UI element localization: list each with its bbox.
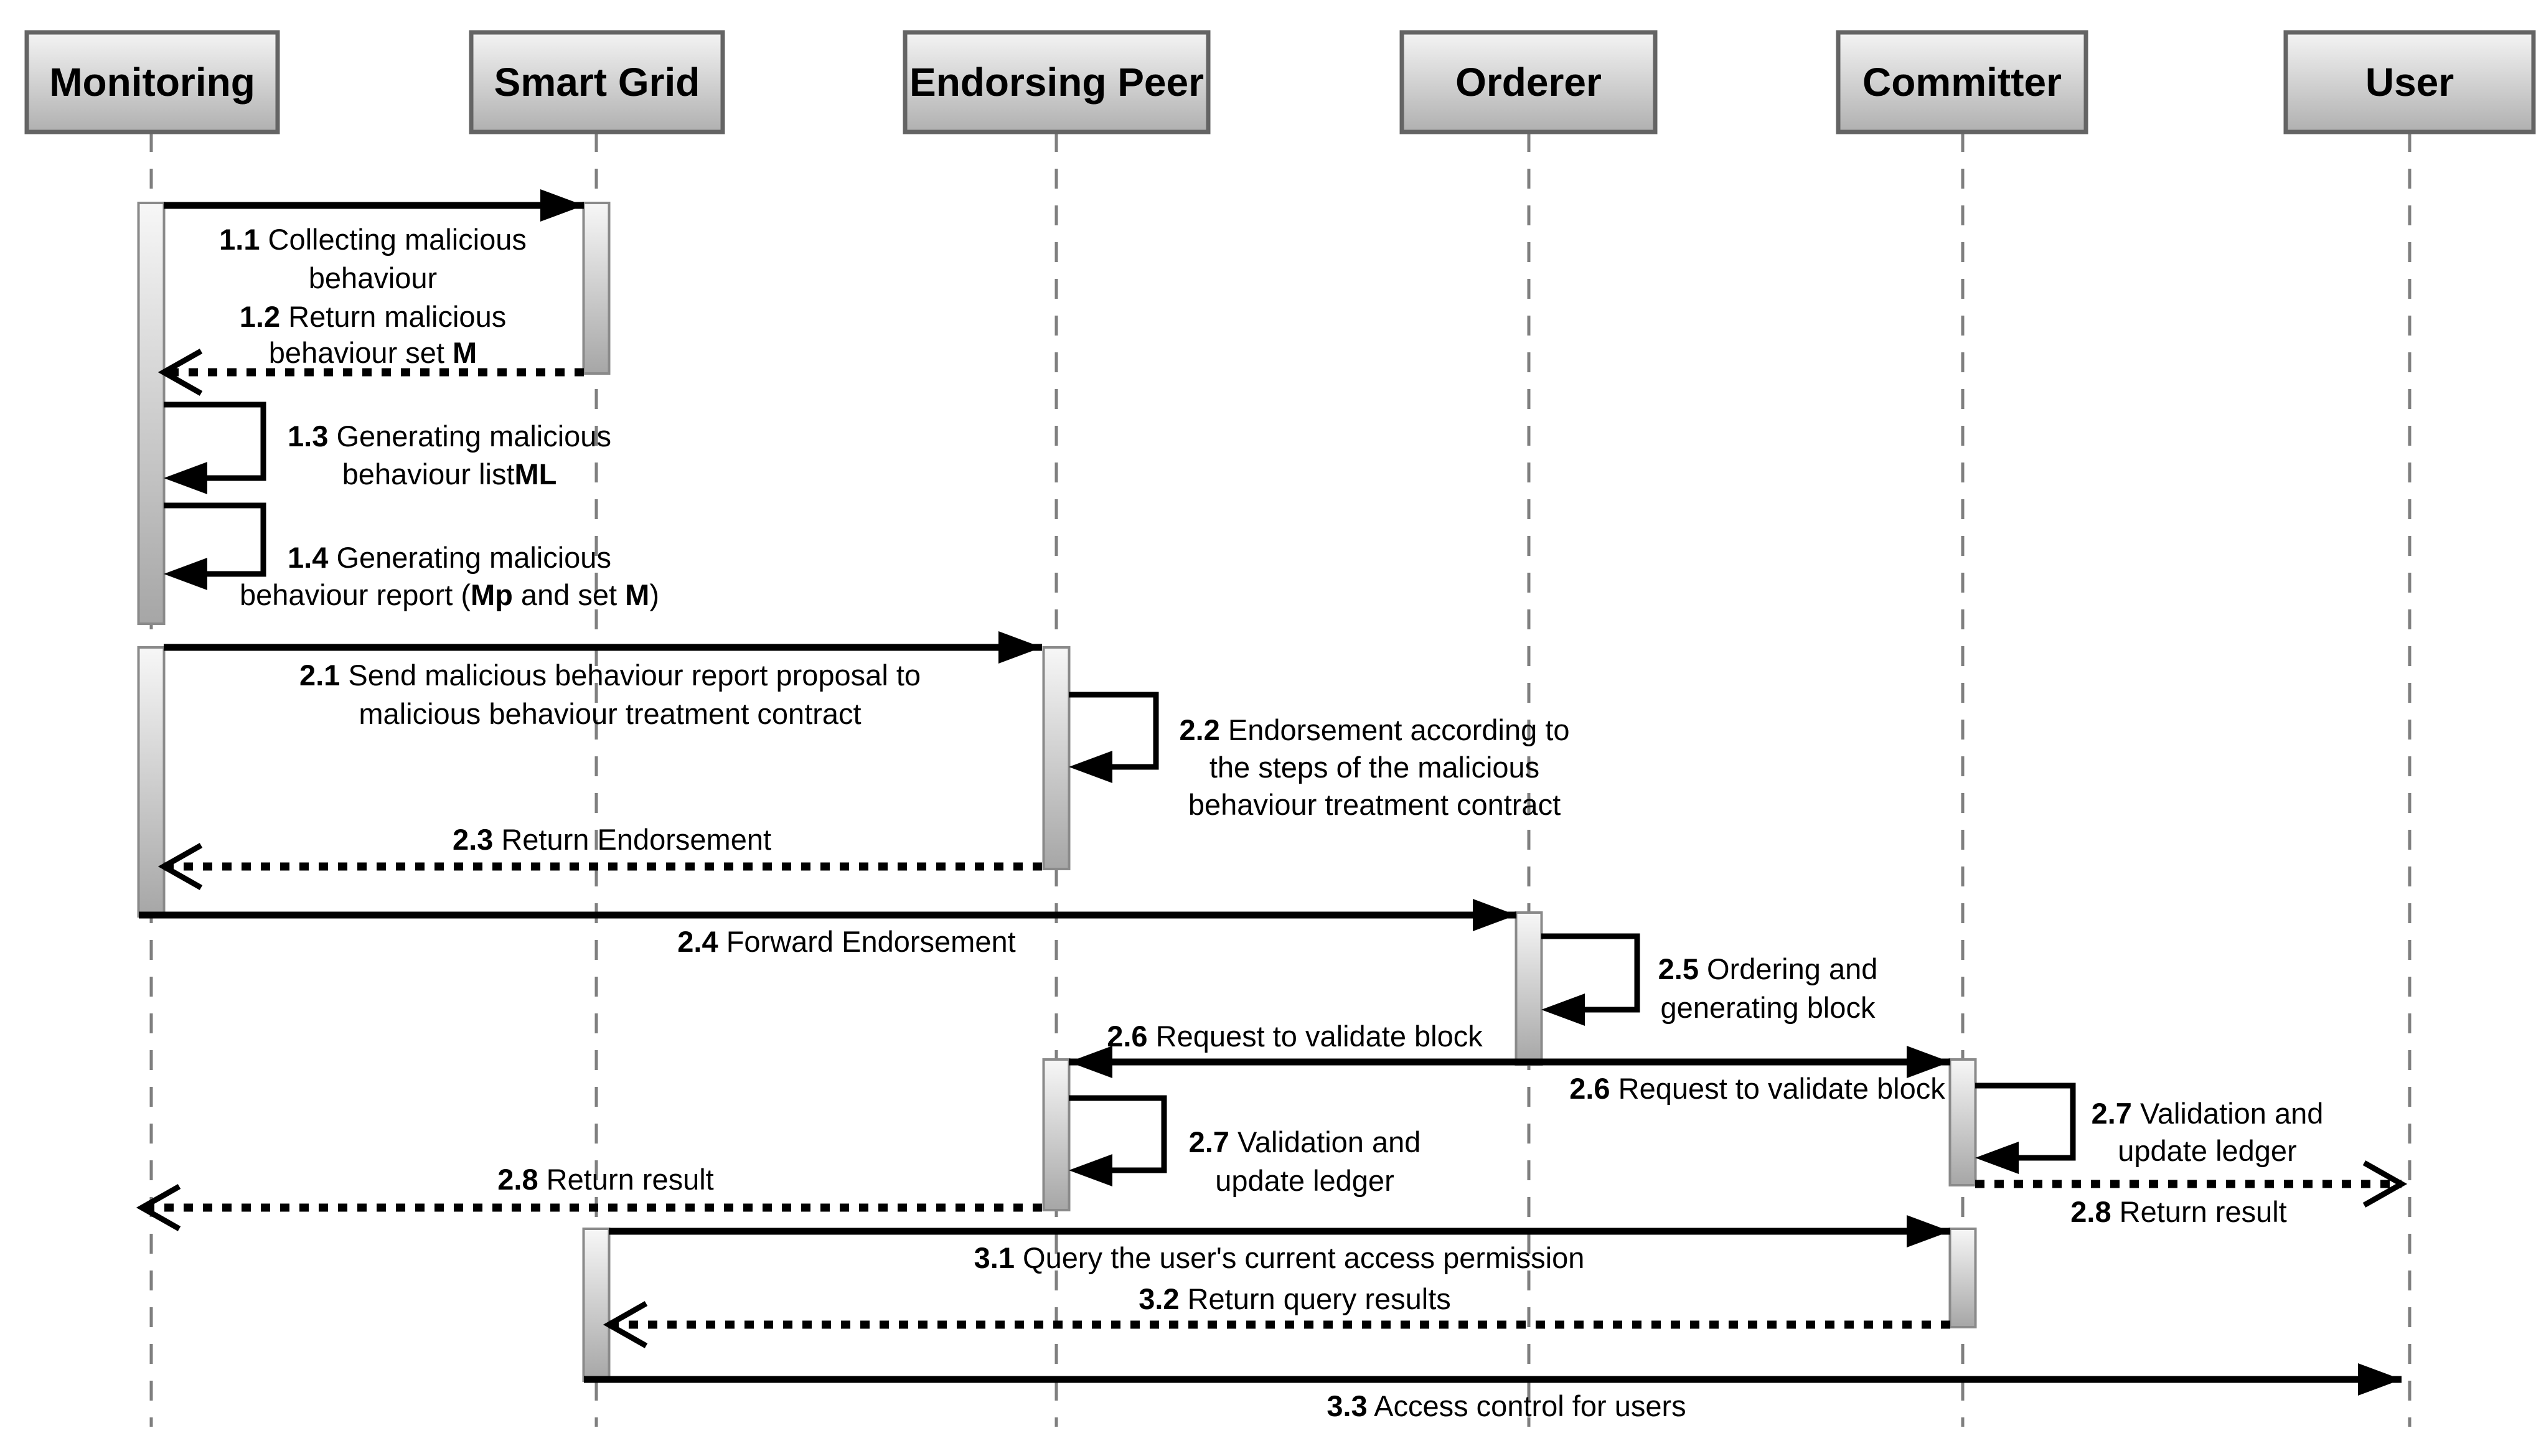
message-2-2-endorsement-arrowhead-icon — [1069, 751, 1112, 783]
participant-user: User — [2283, 30, 2536, 134]
participant-box-committer — [1836, 30, 2088, 134]
message-2-1-send-proposal-label-line-0-1: malicious behaviour treatment contract — [359, 697, 861, 730]
message-2-8-return-result-monitoring-label-line-0-0: 2.8 Return result — [497, 1163, 713, 1196]
participant-label-orderer: Orderer — [1455, 60, 1602, 105]
message-1-4-generate-report-loop-line — [164, 502, 266, 577]
message-1-2-return-set-label-line-0-0: 1.2 Return malicious — [240, 300, 506, 333]
message-2-1-send-proposal: 2.1 Send malicious behaviour report prop… — [164, 631, 1042, 730]
message-3-1-query-permission: 3.1 Query the user's current access perm… — [609, 1215, 1950, 1274]
activation-committer-8 — [1948, 1228, 1977, 1328]
message-1-3-generate-list: 1.3 Generating malicious behaviour listML — [164, 402, 611, 494]
message-2-3-return-endorsement-arrowhead-icon — [157, 843, 203, 890]
message-2-1-send-proposal-arrowhead-icon — [998, 631, 1042, 664]
message-3-3-access-control-label-line-0-0: 3.3 Access control for users — [1327, 1389, 1686, 1422]
message-1-2-return-set-arrowhead-icon — [157, 349, 203, 396]
message-1-4-generate-report-arrowhead-icon — [164, 558, 207, 590]
participant-endorsing-peer: Endorsing Peer — [903, 30, 1211, 134]
activation-smart-grid-1 — [582, 202, 611, 375]
message-2-5-ordering-label-line-0-1: generating block — [1661, 991, 1876, 1024]
message-2-4-forward-endorsement-arrowhead-icon — [1473, 899, 1516, 931]
participant-smart-grid: Smart Grid — [469, 30, 725, 134]
message-1-3-generate-list-label-line-0-1: behaviour listML — [342, 458, 557, 491]
message-2-8-return-result-user-label-line-0-0: 2.8 Return result — [2070, 1195, 2286, 1228]
message-1-3-generate-list-loop-line — [164, 402, 266, 481]
message-3-1-query-permission-label-line-0-0: 3.1 Query the user's current access perm… — [974, 1241, 1585, 1274]
message-2-8-return-result-user-arrowhead-icon — [2362, 1160, 2408, 1208]
message-1-2-return-set-label-line-0-1: behaviour set M — [269, 336, 477, 369]
participant-box-smart-grid — [469, 30, 725, 134]
message-2-7-validation-committer-loop-line — [1975, 1083, 2076, 1161]
participant-label-endorsing-peer: Endorsing Peer — [909, 60, 1204, 105]
message-2-7-validation-endorsing-peer-label-line-0-0: 2.7 Validation and — [1189, 1125, 1421, 1158]
message-1-4-generate-report-label-line-0-0: 1.4 Generating malicious — [288, 541, 611, 574]
participant-box-monitoring — [24, 30, 280, 134]
message-3-2-return-query-results-label-line-0-0: 3.2 Return query results — [1139, 1282, 1451, 1315]
message-3-1-query-permission-arrowhead-icon — [1907, 1215, 1950, 1247]
message-1-1-collect-label-line-0-0: 1.1 Collecting malicious — [219, 223, 527, 256]
participant-label-user: User — [2365, 60, 2454, 105]
message-2-5-ordering-arrowhead-icon — [1541, 993, 1585, 1026]
message-2-7-validation-committer-label-line-0-1: update ledger — [2118, 1134, 2296, 1167]
activation-committer-6 — [1948, 1058, 1977, 1186]
message-2-8-return-result-monitoring: 2.8 Return result — [136, 1163, 1042, 1231]
message-2-4-forward-endorsement-label-line-0-0: 2.4 Forward Endorsement — [677, 925, 1015, 958]
participant-committer: Committer — [1836, 30, 2088, 134]
message-1-4-generate-report: 1.4 Generating malicious behaviour report… — [164, 502, 659, 611]
message-2-2-endorsement-label-line-0-0: 2.2 Endorsement according to — [1179, 713, 1569, 746]
activation-orderer-4 — [1515, 911, 1543, 1066]
message-2-2-endorsement-label-line-0-2: behaviour treatment contract — [1188, 788, 1561, 821]
message-2-2-endorsement-label-line-0-1: the steps of the malicious — [1209, 751, 1539, 784]
participant-orderer: Orderer — [1399, 30, 1658, 134]
activation-smart-grid-7 — [582, 1228, 611, 1382]
participant-label-monitoring: Monitoring — [49, 60, 255, 105]
message-2-2-endorsement: 2.2 Endorsement according to the steps of… — [1069, 692, 1570, 821]
message-3-3-access-control-arrowhead-icon — [2358, 1363, 2402, 1396]
message-2-2-endorsement-loop-line — [1069, 692, 1159, 770]
message-2-5-ordering: 2.5 Ordering and generating block — [1541, 933, 1878, 1026]
message-1-1-collect: 1.1 Collecting malicious behaviour — [164, 189, 584, 294]
message-1-1-collect-label-line-0-1: behaviour — [309, 261, 437, 294]
participant-monitoring: Monitoring — [24, 30, 280, 134]
activation-monitoring-0 — [137, 202, 166, 625]
message-2-3-return-endorsement-label-line-0-0: 2.3 Return Endorsement — [453, 823, 771, 856]
message-2-6-request-validate-arrowhead-right-icon — [1907, 1046, 1950, 1078]
message-1-4-generate-report-label-line-0-1: behaviour report (Mp and set M) — [240, 578, 659, 611]
message-2-7-validation-endorsing-peer-arrowhead-icon — [1069, 1154, 1112, 1186]
message-2-7-validation-endorsing-peer: 2.7 Validation and update ledger — [1069, 1095, 1421, 1197]
message-3-3-access-control: 3.3 Access control for users — [584, 1363, 2402, 1422]
message-2-3-return-endorsement: 2.3 Return Endorsement — [157, 823, 1042, 890]
message-2-5-ordering-label-line-0-0: 2.5 Ordering and — [1658, 952, 1878, 985]
message-2-6-request-validate-label-line-0-0: 2.6 Request to validate block — [1107, 1020, 1483, 1053]
message-1-3-generate-list-label-line-0-0: 1.3 Generating malicious — [288, 420, 611, 453]
message-1-1-collect-arrowhead-icon — [540, 189, 584, 222]
participant-label-smart-grid: Smart Grid — [494, 60, 700, 105]
message-2-7-validation-endorsing-peer-label-line-0-1: update ledger — [1215, 1164, 1394, 1197]
message-2-8-return-result-monitoring-arrowhead-icon — [136, 1184, 181, 1231]
activation-endorsing-peer-5 — [1042, 1058, 1071, 1211]
message-1-3-generate-list-arrowhead-icon — [164, 462, 207, 494]
activation-endorsing-peer-3 — [1042, 646, 1071, 870]
message-2-5-ordering-loop-line — [1541, 933, 1640, 1013]
message-2-8-return-result-user: 2.8 Return result — [1975, 1160, 2408, 1228]
participant-box-endorsing-peer — [903, 30, 1211, 134]
message-2-7-validation-endorsing-peer-loop-line — [1069, 1095, 1167, 1173]
message-2-1-send-proposal-label-line-0-0: 2.1 Send malicious behaviour report prop… — [299, 659, 921, 692]
message-2-7-validation-committer-arrowhead-icon — [1975, 1142, 2019, 1174]
message-2-6-request-validate-arrowhead-left-icon — [1069, 1046, 1112, 1078]
message-3-2-return-query-results: 3.2 Return query results — [603, 1282, 1950, 1348]
message-2-7-validation-committer: 2.7 Validation and update ledger — [1975, 1083, 2324, 1174]
participant-box-user — [2283, 30, 2536, 134]
message-3-2-return-query-results-arrowhead-icon — [603, 1301, 648, 1348]
message-2-4-forward-endorsement: 2.4 Forward Endorsement — [139, 899, 1516, 958]
participant-label-committer: Committer — [1862, 60, 2062, 105]
message-2-6-request-validate: 2.6 Request to validate block 2.6 Request… — [1069, 1020, 1950, 1105]
message-2-7-validation-committer-label-line-0-0: 2.7 Validation and — [2092, 1097, 2324, 1130]
participant-box-orderer — [1399, 30, 1658, 134]
activation-monitoring-2 — [137, 646, 166, 918]
message-2-6-request-validate-label-line-1-0: 2.6 Request to validate block — [1569, 1072, 1945, 1105]
